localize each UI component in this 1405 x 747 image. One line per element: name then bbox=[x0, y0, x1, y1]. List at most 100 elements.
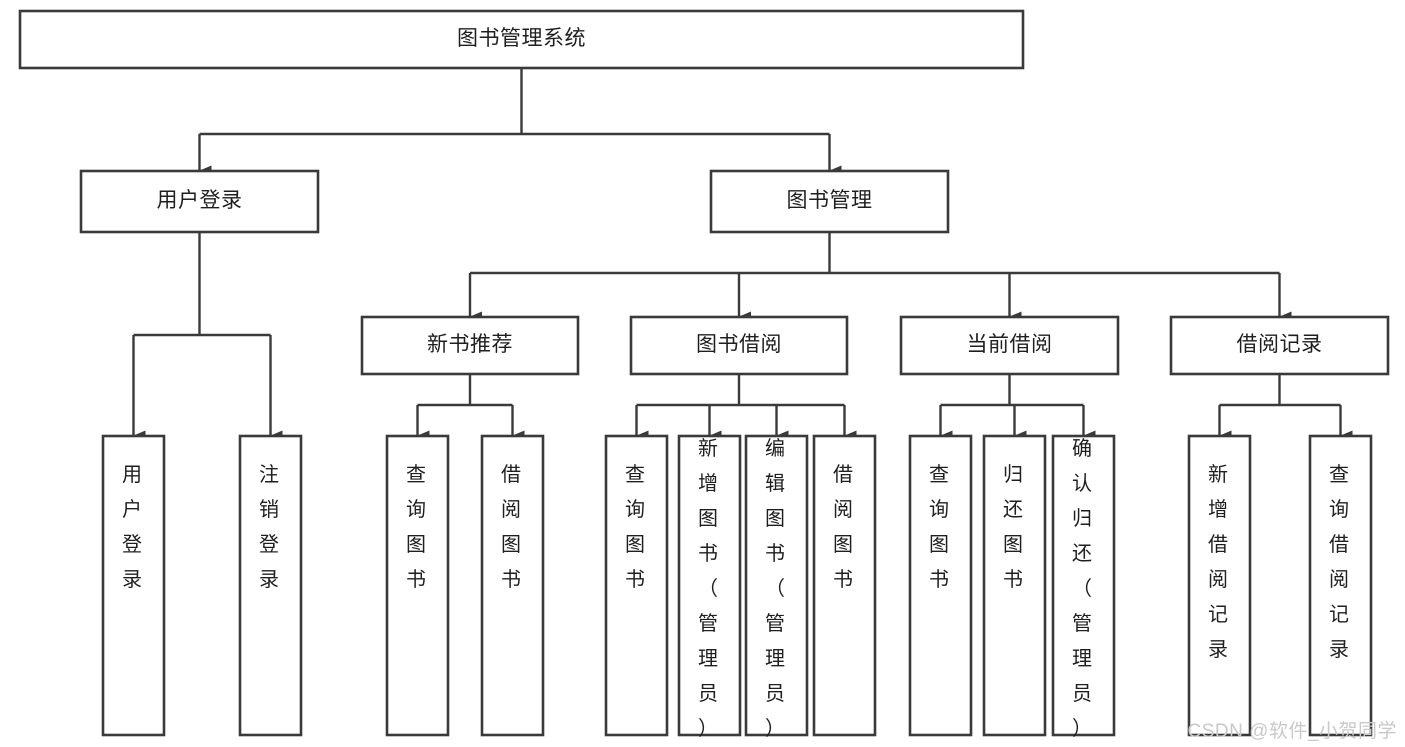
node-current[interactable]: 当前借阅 bbox=[899, 315, 1120, 376]
label-char: 图 bbox=[929, 534, 952, 556]
node-box-leaf7[interactable] bbox=[744, 434, 809, 737]
label-char: 询 bbox=[406, 498, 429, 521]
node-records[interactable]: 借阅记录 bbox=[1169, 315, 1390, 376]
label-char: 询 bbox=[1329, 498, 1352, 521]
node-leaf5[interactable]: 查询图书 bbox=[604, 434, 669, 737]
label-char: 认 bbox=[1072, 472, 1095, 495]
label-char: 阅 bbox=[833, 498, 856, 521]
node-box-leaf6[interactable] bbox=[677, 434, 742, 737]
node-leaf1[interactable]: 用户登录 bbox=[101, 434, 166, 737]
label-char: 借 bbox=[501, 463, 524, 486]
label-char: 管 bbox=[698, 612, 721, 635]
node-box-leaf4[interactable] bbox=[480, 434, 545, 737]
label-char: 图 bbox=[698, 508, 721, 530]
label-char: （ bbox=[765, 577, 788, 600]
node-leaf11[interactable]: 确认归还（管理员） bbox=[1051, 434, 1116, 740]
label-char: 确 bbox=[1072, 437, 1095, 460]
node-box-bookmgmt[interactable] bbox=[709, 169, 950, 234]
node-label-root: 图书管理系统 bbox=[457, 27, 586, 50]
node-box-leaf9[interactable] bbox=[908, 434, 973, 737]
label-char: 还 bbox=[1072, 542, 1095, 565]
label-char: 记 bbox=[1329, 603, 1352, 626]
node-box-leaf2[interactable] bbox=[238, 434, 303, 737]
node-label-leaf10: 归还图书 bbox=[1003, 463, 1026, 591]
node-label-leaf12: 新增借阅记录 bbox=[1208, 463, 1231, 661]
node-label-leaf11: 确认归还（管理员） bbox=[1072, 437, 1095, 740]
node-leaf3[interactable]: 查询图书 bbox=[385, 434, 450, 737]
node-box-leaf3[interactable] bbox=[385, 434, 450, 737]
node-leaf2[interactable]: 注销登录 bbox=[238, 434, 303, 737]
label-char: 图 bbox=[625, 534, 648, 556]
node-box-current[interactable] bbox=[899, 315, 1120, 376]
label-char: 询 bbox=[625, 498, 648, 521]
label-char: 借 bbox=[833, 463, 856, 486]
node-box-leaf10[interactable] bbox=[982, 434, 1047, 737]
label-char: 员 bbox=[1072, 683, 1095, 705]
node-label-leaf13: 查询借阅记录 bbox=[1329, 463, 1352, 661]
node-leaf4[interactable]: 借阅图书 bbox=[480, 434, 545, 737]
label-char: 查 bbox=[625, 463, 648, 486]
node-newbook[interactable]: 新书推荐 bbox=[360, 315, 580, 376]
node-leaf12[interactable]: 新增借阅记录 bbox=[1187, 434, 1252, 737]
node-box-login[interactable] bbox=[79, 169, 320, 234]
label-char: 图 bbox=[833, 534, 856, 556]
node-box-root[interactable] bbox=[18, 9, 1025, 70]
node-label-records: 借阅记录 bbox=[1237, 333, 1323, 356]
label-char: 查 bbox=[929, 463, 952, 486]
label-char: 员 bbox=[765, 683, 788, 705]
connector-group-records bbox=[1218, 374, 1353, 442]
node-bookmgmt[interactable]: 图书管理 bbox=[709, 169, 950, 234]
label-char: 编 bbox=[765, 437, 788, 460]
label-char: 借 bbox=[1208, 533, 1231, 556]
label-char: 阅 bbox=[1329, 568, 1352, 591]
node-label-leaf9: 查询图书 bbox=[929, 463, 952, 591]
node-label-leaf2: 注销登录 bbox=[259, 463, 282, 591]
label-char: 归 bbox=[1003, 463, 1026, 486]
label-char: 新 bbox=[1208, 463, 1231, 486]
label-char: 注 bbox=[259, 463, 282, 486]
node-box-borrow[interactable] bbox=[629, 315, 849, 376]
label-char: 书 bbox=[1003, 568, 1026, 591]
node-leaf7[interactable]: 编辑图书（管理员） bbox=[744, 434, 809, 740]
node-box-leaf5[interactable] bbox=[604, 434, 669, 737]
label-char: 户 bbox=[122, 498, 145, 521]
node-label-current: 当前借阅 bbox=[967, 333, 1053, 356]
label-char: 新 bbox=[698, 437, 721, 460]
node-label-leaf7: 编辑图书（管理员） bbox=[765, 437, 788, 740]
label-char: 录 bbox=[122, 569, 145, 591]
node-login[interactable]: 用户登录 bbox=[79, 169, 320, 234]
label-char: 书 bbox=[406, 568, 429, 591]
label-char: ） bbox=[765, 717, 788, 740]
node-leaf6[interactable]: 新增图书（管理员） bbox=[677, 434, 742, 740]
node-label-leaf8: 借阅图书 bbox=[833, 463, 856, 591]
node-leaf13[interactable]: 查询借阅记录 bbox=[1308, 434, 1373, 737]
node-box-leaf11[interactable] bbox=[1051, 434, 1116, 737]
label-char: 登 bbox=[259, 533, 282, 556]
node-leaf10[interactable]: 归还图书 bbox=[982, 434, 1047, 737]
label-char: 图 bbox=[765, 508, 788, 530]
node-label-login: 用户登录 bbox=[157, 189, 243, 212]
node-leaf8[interactable]: 借阅图书 bbox=[812, 434, 877, 737]
node-leaf9[interactable]: 查询图书 bbox=[908, 434, 973, 737]
node-root[interactable]: 图书管理系统 bbox=[18, 9, 1025, 70]
connector-group-root bbox=[198, 68, 842, 177]
node-box-leaf12[interactable] bbox=[1187, 434, 1252, 737]
label-char: 管 bbox=[765, 612, 788, 635]
node-box-leaf8[interactable] bbox=[812, 434, 877, 737]
label-char: （ bbox=[1072, 577, 1095, 600]
node-label-leaf5: 查询图书 bbox=[625, 463, 648, 591]
node-box-records[interactable] bbox=[1169, 315, 1390, 376]
label-char: 图 bbox=[1003, 534, 1026, 556]
node-box-leaf13[interactable] bbox=[1308, 434, 1373, 737]
node-borrow[interactable]: 图书借阅 bbox=[629, 315, 849, 376]
label-char: 理 bbox=[765, 648, 788, 670]
node-box-leaf1[interactable] bbox=[101, 434, 166, 737]
node-label-bookmgmt: 图书管理 bbox=[787, 189, 873, 212]
node-box-newbook[interactable] bbox=[360, 315, 580, 376]
connector-group-newbook bbox=[416, 374, 525, 442]
label-char: 用 bbox=[122, 464, 145, 486]
connector-group-current bbox=[939, 374, 1096, 442]
label-char: 理 bbox=[1072, 648, 1095, 670]
